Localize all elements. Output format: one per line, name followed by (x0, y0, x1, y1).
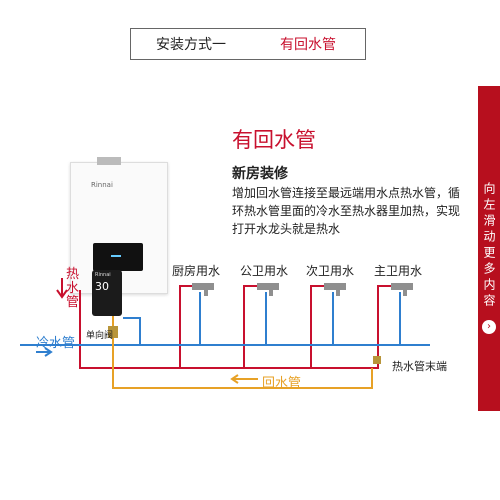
hot-water-pipe-label: 热水管 (66, 267, 80, 310)
section-heading: 有回水管 (232, 128, 316, 152)
return-water-pipe (112, 316, 373, 389)
heater-brand-logo: Rinnai (91, 181, 113, 189)
install-method-label: 安装方式一 (156, 37, 226, 53)
return-pipe-arrow (230, 374, 258, 384)
swipe-hint-text: 向左滑动更多内容 (482, 182, 496, 310)
pump-brand-logo: Rinnai (95, 272, 111, 278)
return-pipe-label: 回水管 (262, 376, 302, 391)
chevron-right-icon: › (482, 320, 496, 334)
heater-display (93, 243, 143, 271)
check-valve-label: 单向阀 (86, 331, 114, 341)
hot-pipe-end-label: 热水管末端 (392, 360, 447, 373)
section-description: 增加回水管连接至最远端用水点热水管，循环热水管里面的冷水至热水器里加热，实现打开… (232, 186, 461, 236)
cold-water-pipe-label: 冷水管 (36, 336, 76, 351)
tap-label-secondary-bath: 次卫用水 (306, 264, 355, 278)
install-method-title: 安装方式一 有回水管 (130, 28, 366, 60)
swipe-hint-tab[interactable]: 向左滑动更多内容 › (478, 86, 500, 411)
tap-label-public-bath: 公卫用水 (240, 264, 289, 278)
check-valve (108, 326, 118, 338)
cold-water-pipe (20, 292, 430, 346)
flue-cap (97, 157, 121, 165)
cold-pipe-arrow (36, 347, 53, 357)
circulation-pump: Rinnai 30 (92, 270, 122, 316)
tap-label-master-bath: 主卫用水 (374, 264, 423, 278)
hot-pipe-arrow (56, 278, 68, 299)
end-connection (373, 356, 381, 364)
return-pipe-tag: 有回水管 (280, 37, 336, 53)
faucet-icons (192, 283, 413, 296)
pump-display-value: 30 (95, 280, 109, 293)
tap-label-kitchen: 厨房用水 (172, 264, 221, 278)
hot-water-pipe (79, 285, 392, 369)
section-subheading: 新房装修 (232, 166, 288, 182)
